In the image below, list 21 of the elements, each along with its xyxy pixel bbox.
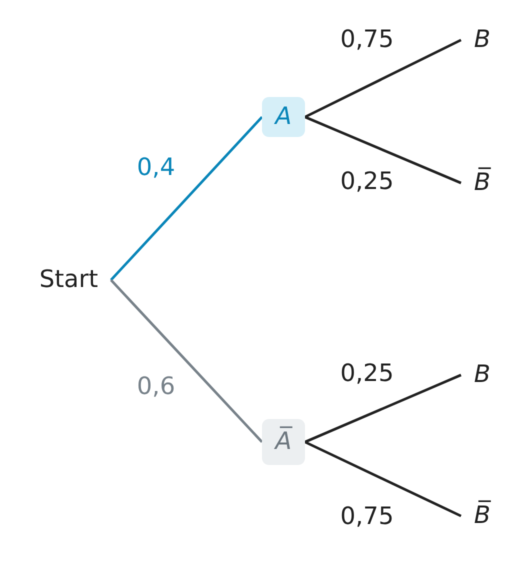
branch-line (304, 440, 462, 518)
branch-line (304, 374, 462, 444)
outcome-label: B (474, 26, 490, 54)
branch-line (110, 116, 263, 281)
probability-label: 0,25 (340, 168, 394, 196)
event-box (262, 97, 305, 137)
event-box (262, 419, 305, 465)
outcome-label: B (474, 361, 490, 389)
probability-label: 0,4 (136, 154, 176, 182)
event-label: A̅ (275, 428, 292, 456)
event-label: A (275, 103, 292, 131)
branch-line (304, 116, 462, 184)
outcome-label: B̅ (474, 502, 490, 530)
branch-line (304, 38, 462, 118)
probability-label: 0,6 (136, 373, 176, 401)
branch-line (110, 279, 263, 443)
probability-label: 0,25 (340, 360, 394, 388)
outcome-label: Start (39, 266, 98, 294)
probability-label: 0,75 (340, 26, 394, 54)
probability-label: 0,75 (340, 503, 394, 531)
outcome-label: B̅ (474, 169, 490, 197)
